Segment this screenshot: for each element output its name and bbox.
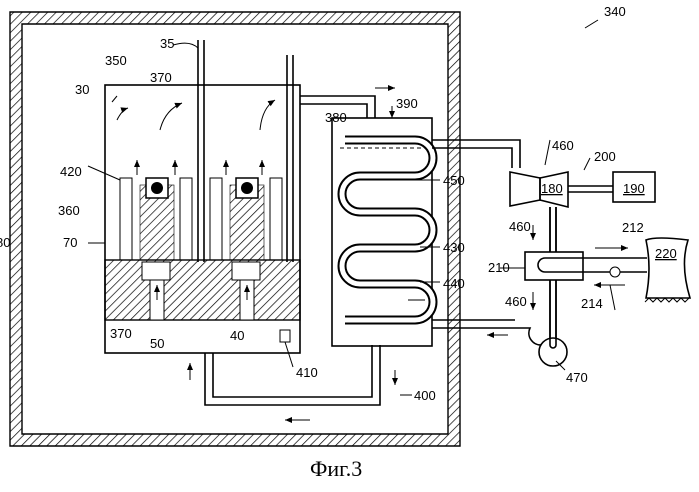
label-420: 420 [60, 164, 82, 179]
label-460-bottom: 460 [505, 294, 527, 309]
condenser [525, 252, 583, 280]
label-350: 350 [105, 53, 127, 68]
label-50: 50 [150, 336, 164, 351]
label-180: 180 [541, 181, 563, 196]
label-380: 380 [325, 110, 347, 125]
label-390: 390 [396, 96, 418, 111]
label-360: 360 [58, 203, 80, 218]
fuel-assembly-right [210, 178, 282, 260]
label-210: 210 [488, 260, 510, 275]
label-190: 190 [623, 181, 645, 196]
pump-470 [539, 338, 567, 366]
core-support-block [105, 260, 300, 320]
label-70: 70 [63, 235, 77, 250]
label-400: 400 [414, 388, 436, 403]
label-410: 410 [296, 365, 318, 380]
fan-icon [280, 330, 290, 342]
fuel-assembly-left [120, 178, 192, 260]
label-220: 220 [655, 246, 677, 261]
label-470: 470 [566, 370, 588, 385]
label-460-mid: 460 [509, 219, 531, 234]
label-370-bottom: 370 [110, 326, 132, 341]
label-212: 212 [622, 220, 644, 235]
label-340: 340 [604, 4, 626, 19]
label-460-top: 460 [552, 138, 574, 153]
reactor-vessel [105, 40, 300, 353]
label-430: 430 [443, 240, 465, 255]
figure-caption: Фиг.3 [310, 456, 362, 481]
label-214: 214 [581, 296, 603, 311]
label-450: 450 [443, 173, 465, 188]
label-440: 440 [443, 276, 465, 291]
label-370-top: 370 [150, 70, 172, 85]
label-80: 80 [0, 235, 10, 250]
label-30: 30 [75, 82, 89, 97]
label-40: 40 [230, 328, 244, 343]
label-35: 35 [160, 36, 174, 51]
label-200: 200 [594, 149, 616, 164]
